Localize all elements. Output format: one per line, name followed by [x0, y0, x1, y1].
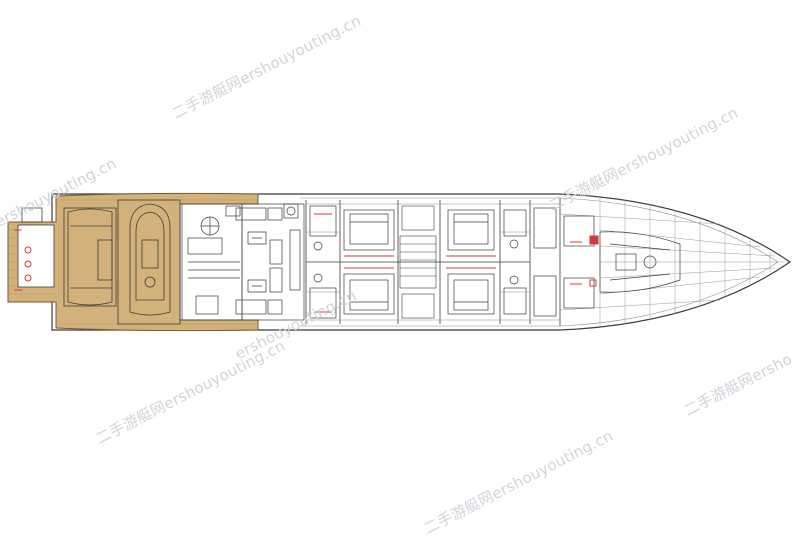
crew-quarters: [533, 207, 681, 317]
tender-boat: [117, 199, 181, 325]
aft-cockpit: [63, 207, 117, 307]
cabin-walls: [305, 198, 561, 326]
engine-room: [235, 203, 305, 321]
deck-outline-details: [306, 203, 560, 321]
guest-cabin-3: [447, 209, 527, 251]
bow-frame-grid: [559, 198, 788, 326]
guest-cabin-2: [309, 273, 395, 319]
swim-platform: [17, 224, 55, 288]
central-staircase: [399, 205, 437, 319]
stern-transom: [21, 207, 43, 223]
guest-cabin-4: [447, 273, 527, 315]
guest-cabin-1: [309, 205, 395, 251]
red-markers: [314, 213, 599, 313]
